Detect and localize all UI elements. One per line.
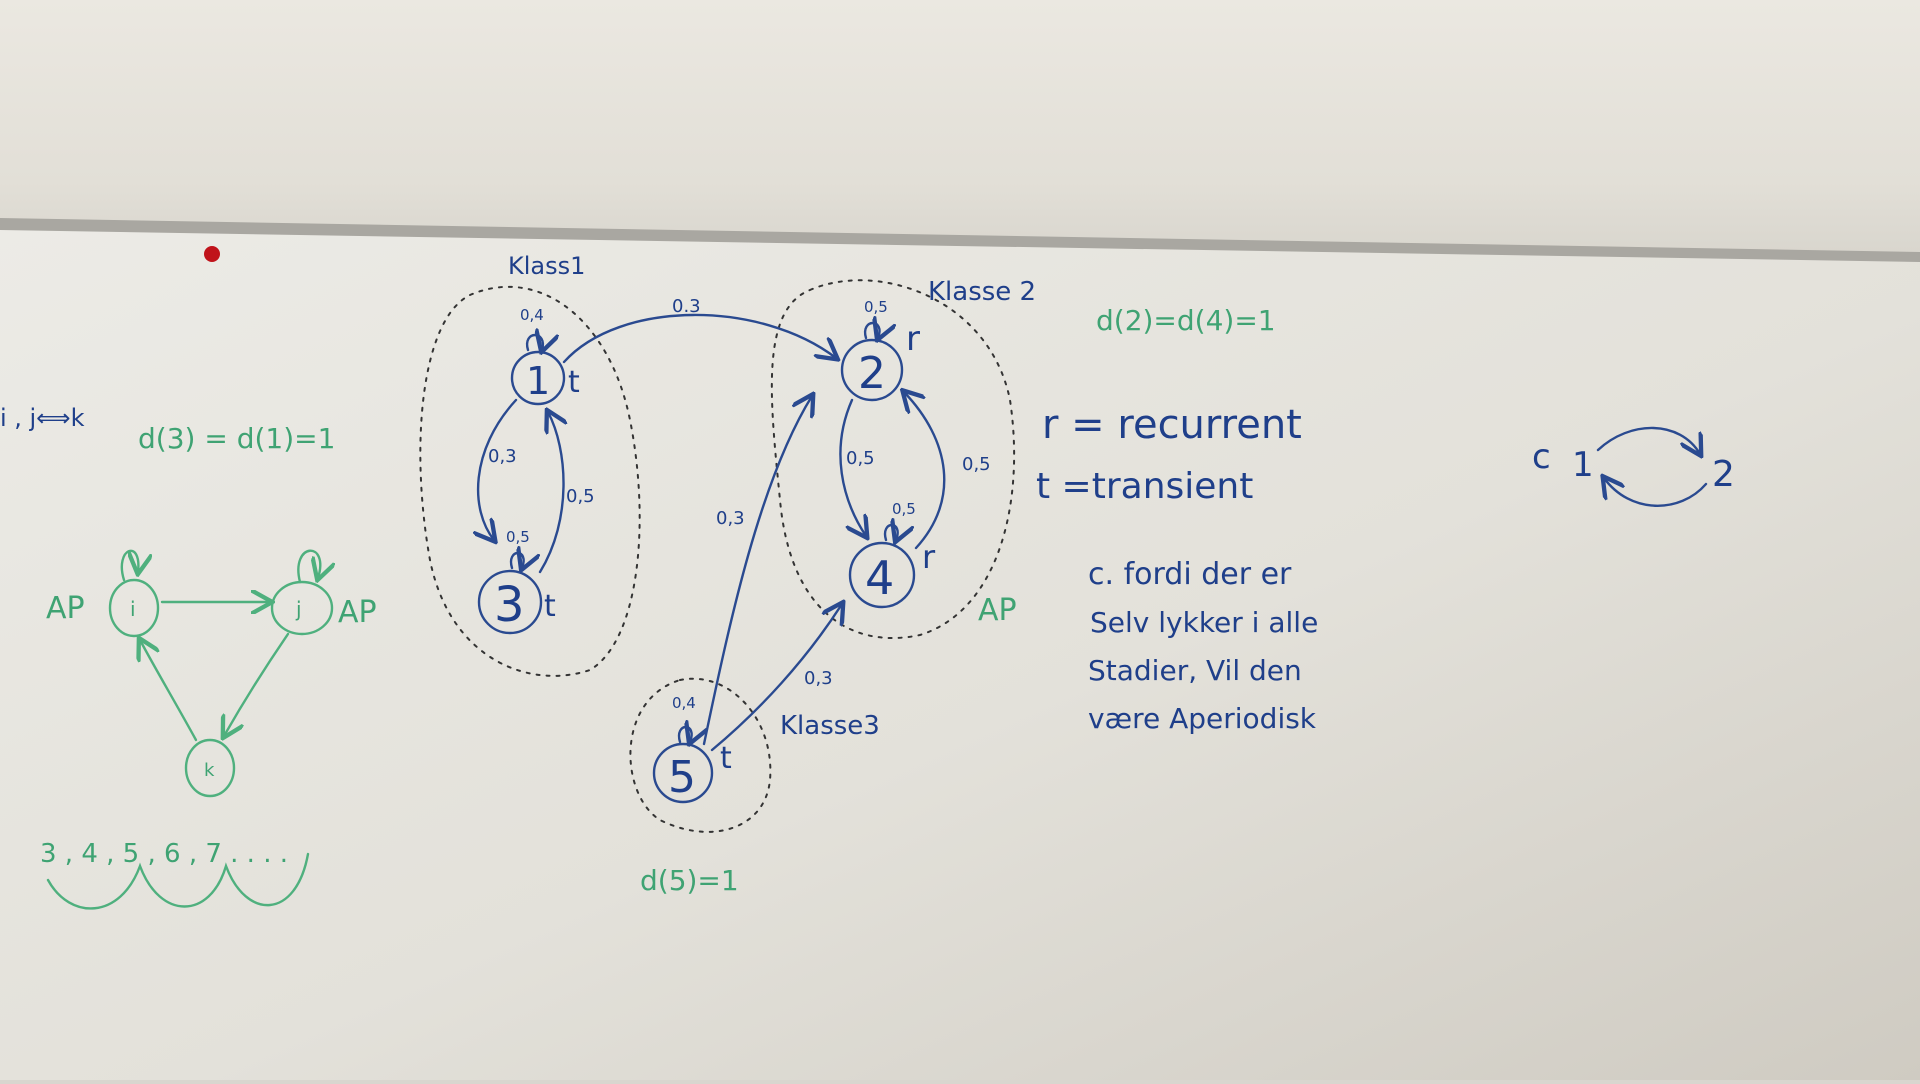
self-loop-5 bbox=[677, 727, 692, 742]
prob-1-to-2: 0.3 bbox=[672, 296, 701, 317]
state-1-label: 1 bbox=[526, 359, 550, 403]
legend-transient: t =transient bbox=[1036, 466, 1253, 507]
edge-4-to-2 bbox=[904, 392, 946, 550]
state-3-label: 3 bbox=[494, 577, 525, 633]
self-loop-4 bbox=[883, 525, 898, 540]
edge-1-to-3 bbox=[478, 398, 518, 540]
state-1-tag: t bbox=[568, 365, 580, 400]
class1-label: Klass1 bbox=[508, 252, 585, 280]
red-magnet bbox=[204, 246, 220, 262]
prob-5-to-2: 0,3 bbox=[716, 508, 745, 529]
state-4-label: 4 bbox=[865, 551, 894, 605]
left-node-i bbox=[108, 578, 160, 638]
period-note-2-4: d(2)=d(4)=1 bbox=[1096, 304, 1276, 337]
self-loop-2 bbox=[863, 323, 879, 338]
explanation-line-4: være Aperiodisk bbox=[1088, 702, 1317, 735]
left-node-i-label: i bbox=[130, 597, 136, 621]
edge-3-to-1 bbox=[538, 412, 564, 574]
state-3-tag: t bbox=[544, 589, 556, 624]
state-2-tag: r bbox=[906, 319, 920, 359]
ap-note-class2: AP bbox=[978, 593, 1017, 628]
prob-4-to-2: 0,5 bbox=[962, 454, 991, 475]
prob-5-to-4: 0,3 bbox=[804, 668, 833, 689]
prob-self-1: 0,4 bbox=[520, 306, 544, 324]
left-self-loop-j bbox=[297, 549, 320, 582]
self-loop-3 bbox=[509, 553, 524, 568]
explanation-line-3: Stadier, Vil den bbox=[1088, 654, 1302, 687]
wall-background bbox=[0, 0, 1920, 260]
class3-boundary bbox=[629, 677, 772, 833]
edge-1-to-2 bbox=[562, 313, 836, 364]
prob-self-4: 0,5 bbox=[892, 500, 916, 518]
prob-self-3: 0,5 bbox=[506, 528, 530, 546]
edge-5-to-4 bbox=[710, 604, 842, 752]
left-edge-j-to-k bbox=[224, 632, 290, 736]
cycle-prefix: c bbox=[1532, 437, 1551, 477]
state-5-circle bbox=[652, 742, 714, 804]
prob-2-to-4: 0,5 bbox=[846, 448, 875, 469]
state-2-label: 2 bbox=[858, 348, 886, 399]
left-relation-note: i , j⟺k bbox=[0, 404, 85, 432]
state-4-circle bbox=[848, 541, 916, 609]
edge-2-to-4 bbox=[839, 398, 866, 536]
prob-self-5: 0,4 bbox=[672, 694, 696, 712]
class2-boundary bbox=[770, 279, 1016, 640]
state-5-label: 5 bbox=[668, 752, 696, 803]
period-note-3-1: d(3) = d(1)=1 bbox=[138, 422, 335, 455]
state-4-tag: r bbox=[922, 538, 936, 576]
cycle-node-1: 1 bbox=[1572, 445, 1594, 485]
state-5-tag: t bbox=[720, 741, 732, 776]
cycle-edge-1-to-2 bbox=[1596, 426, 1700, 454]
prob-1-to-3: 0,3 bbox=[488, 446, 517, 467]
left-sequence: 3 , 4 , 5 , 6 , 7 . . . . bbox=[40, 839, 288, 869]
board-top-rail bbox=[0, 218, 1920, 262]
left-node-j-label: j bbox=[295, 597, 302, 621]
left-ap-j: AP bbox=[338, 595, 377, 630]
prob-self-2: 0,5 bbox=[864, 298, 888, 316]
class3-label: Klasse3 bbox=[780, 711, 880, 741]
left-node-k bbox=[184, 738, 236, 798]
legend-recurrent: r = recurrent bbox=[1042, 402, 1302, 448]
self-loop-1 bbox=[525, 335, 543, 350]
left-self-loop-i bbox=[120, 549, 139, 582]
left-sequence-arcs bbox=[46, 852, 310, 910]
explanation-line-2: Selv lykker i alle bbox=[1090, 606, 1318, 639]
cycle-edge-2-to-1 bbox=[1604, 478, 1708, 507]
cycle-node-2: 2 bbox=[1712, 454, 1735, 495]
left-edge-k-to-i bbox=[140, 640, 198, 742]
left-node-k-label: k bbox=[204, 760, 215, 781]
edge-5-to-2 bbox=[702, 396, 812, 746]
explanation-line-1: c. fordi der er bbox=[1088, 557, 1292, 592]
period-note-5: d(5)=1 bbox=[640, 864, 739, 897]
board-surface bbox=[0, 222, 1920, 1080]
prob-3-to-1: 0,5 bbox=[566, 486, 595, 507]
class2-label: Klasse 2 bbox=[928, 277, 1036, 307]
left-ap-i: AP bbox=[46, 591, 85, 626]
state-3-circle bbox=[477, 569, 543, 635]
